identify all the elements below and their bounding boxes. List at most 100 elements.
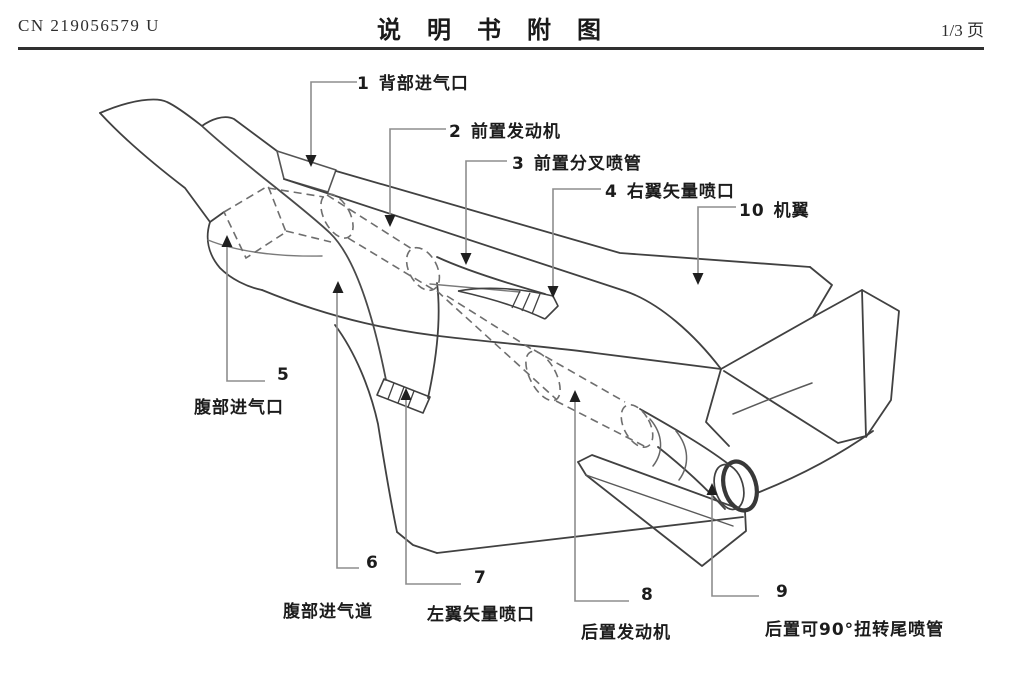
arrowhead-4 [547,286,559,298]
right-branch-duct [436,256,546,295]
leader-line-9 [711,493,759,597]
ventral-duct-line-1 [267,187,325,198]
tail-nozzle-tube-top [639,408,728,464]
label-4-number: 4 [605,182,618,202]
leader-line-3 [465,160,507,255]
leader-line-4 [552,188,601,288]
label-4-right-wing-nozzle: 4 右翼矢量喷口 [605,177,735,202]
label-9-number: 9 [776,582,789,602]
leader-line-6 [336,291,359,569]
rear-engine-front-face [525,350,561,402]
label-4-text: 右翼矢量喷口 [626,182,735,202]
label-7-number: 7 [474,568,487,588]
label-10-number: 10 [739,201,765,221]
arrowhead-6 [332,281,344,293]
label-8-text-rear-engine: 后置发动机 [581,623,671,643]
dorsal-intake-opening [276,150,337,193]
ventral-duct-line-2 [285,230,332,243]
fuselage-side-edge [283,178,722,370]
label-9-text-twist-tail-nozzle: 后置可90°扭转尾喷管 [765,620,945,640]
right-branch-inner-line [429,283,521,293]
label-3-number: 3 [512,154,525,174]
arrowhead-8 [569,390,581,402]
label-1-number: 1 [357,74,370,94]
label-2-text: 前置发动机 [470,122,561,142]
tailplane-left-end [577,461,587,476]
leader-line-1 [310,81,357,157]
right-nozzle-end-cap [544,295,559,320]
left-nozzle-stripes [387,382,415,408]
leader-line-5 [226,245,265,382]
left-wing-nozzle-plate [376,378,431,414]
rear-engine-rear-face [620,403,654,449]
label-2-number: 2 [449,122,462,142]
right-nozzle-stripes [511,290,541,315]
ventral-inner-lip [207,239,323,257]
front-engine-bottom-line [347,237,435,291]
main-duct-bottom-line [436,290,557,400]
front-engine-top-line [326,194,413,250]
hidden-duct-lines [222,184,654,449]
ventral-intake-lip [209,211,225,223]
main-duct-top-line [446,295,534,351]
ventral-intake-quad [222,184,287,260]
arrowhead-7 [400,388,412,400]
arrowhead-10 [692,273,704,285]
rear-engine-bottom-line [555,400,649,449]
right-arm-bottom-edge [457,290,546,320]
page-indicator: 1/3 页 [941,21,984,40]
tailplane-fold-line [585,474,734,527]
right-arm-top-edge [457,287,554,297]
arrowhead-2 [384,215,396,227]
aircraft-outline [99,98,900,567]
front-engine-front-face [320,193,354,239]
arrowhead-5 [221,235,233,247]
tail-nozzle-exit-ring [721,459,759,513]
belly-edge [261,289,722,370]
fin-front-edge [812,289,863,318]
label-6-text-ventral-duct: 腹部进气道 [283,602,373,622]
header-rule [18,47,984,50]
duct-right-edge [427,282,440,399]
vertical-tail-fin [861,289,900,438]
front-engine-rear-face [405,246,441,292]
right-elevon-strip [723,370,867,444]
right-wing-tip-and-trailing-edge [720,266,833,370]
nose-top-edge [99,98,278,152]
label-6-number: 6 [366,553,379,573]
label-5-number: 5 [277,365,290,385]
arrowhead-3 [460,253,472,265]
patent-number: CN 219056579 U [18,16,160,35]
left-wing-leading-edge [334,324,398,533]
body-lower-left-curve [206,221,263,291]
arrowhead-1 [305,155,317,167]
aft-notch [705,368,730,447]
arrowhead-9 [706,483,718,495]
aft-underside [756,430,874,494]
label-10-wing: 10 机翼 [739,196,810,221]
left-wing-bottom-edge [436,516,744,554]
label-10-text: 机翼 [773,201,810,221]
label-2-front-engine: 2 前置发动机 [449,117,561,142]
left-wing-tip-edge [396,531,438,554]
rear-engine-top-line [533,349,626,403]
nose-bottom-edge [99,112,211,223]
label-7-text-left-wing-nozzle: 左翼矢量喷口 [427,605,535,625]
tail-nozzle-tube-bottom [657,446,726,510]
page-title: 说明书附图 [377,16,627,44]
tailplane-top-edge [577,454,746,512]
leader-line-10 [697,206,736,275]
leader-arrowheads [221,155,718,495]
leader-line-7 [405,398,461,585]
label-8-number: 8 [641,585,654,605]
leader-line-2 [389,128,446,217]
leader-line-8 [574,400,629,602]
fuselage-top-edge [335,170,811,268]
tailplane-bottom [585,474,747,567]
aft-side-line [732,382,813,415]
nozzle-section-ring-2 [675,430,688,481]
